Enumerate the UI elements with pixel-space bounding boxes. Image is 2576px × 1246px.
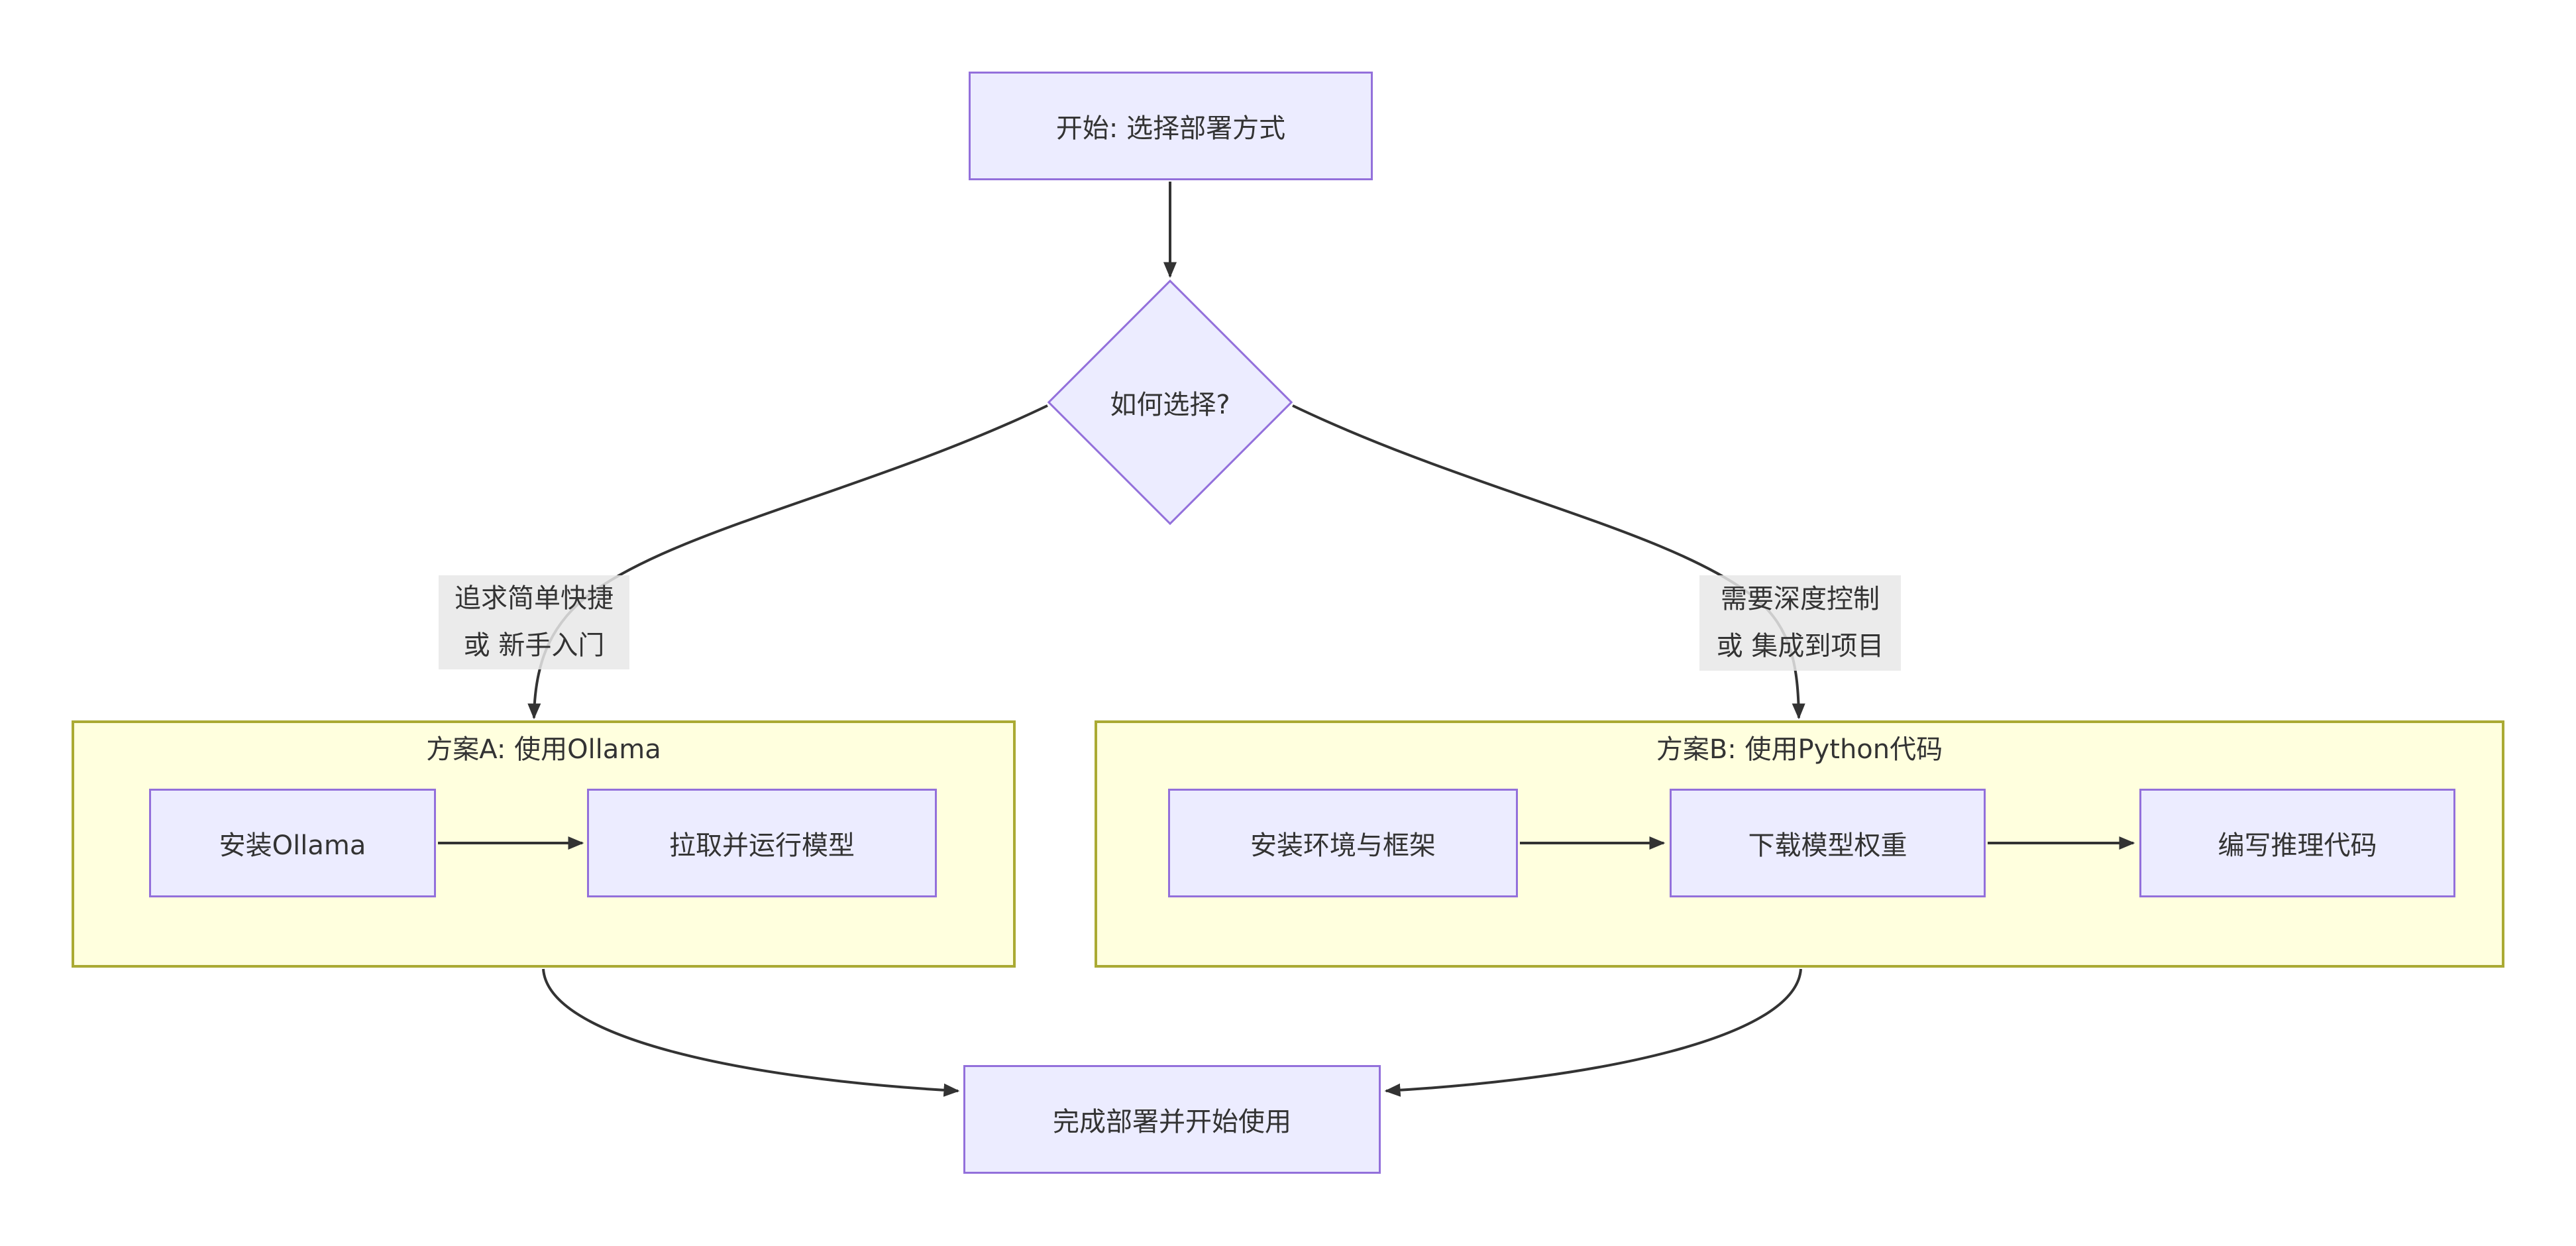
edge-label-branch-right-line2: 或 集成到项目	[1716, 631, 1884, 661]
node-install-ollama: 安装Ollama	[149, 789, 436, 897]
edge-decision-to-plan-b	[1292, 404, 1805, 720]
node-end: 完成部署并开始使用	[963, 1065, 1381, 1174]
node-start-label: 开始: 选择部署方式	[1055, 113, 1286, 144]
node-install-env-framework-label: 安装环境与框架	[1250, 830, 1436, 861]
node-download-weights-label: 下载模型权重	[1748, 830, 1907, 861]
node-start: 开始: 选择部署方式	[969, 72, 1373, 180]
node-pull-run-model: 拉取并运行模型	[587, 789, 937, 897]
node-write-inference-code-label: 编写推理代码	[2218, 830, 2377, 861]
node-install-ollama-label: 安装Ollama	[219, 830, 366, 861]
decision-label-wrap: 如何选择?	[1038, 376, 1303, 429]
edge-label-branch-right: 需要深度控制 或 集成到项目	[1699, 575, 1901, 671]
edge-decision-to-plan-a	[527, 404, 1048, 720]
edge-label-branch-left-line2: 或 新手入门	[463, 630, 605, 661]
edge-label-branch-right-line1: 需要深度控制	[1721, 584, 1880, 614]
node-pull-run-model-label: 拉取并运行模型	[669, 830, 855, 861]
edge-label-branch-left-line1: 追求简单快捷	[455, 583, 614, 614]
cluster-plan-a-title: 方案A: 使用Ollama	[426, 734, 661, 765]
node-download-weights: 下载模型权重	[1670, 789, 1986, 897]
edge-plan-a-to-end	[542, 968, 960, 1097]
edge-plan-b-to-end	[1384, 968, 1802, 1097]
node-install-env-framework: 安装环境与框架	[1168, 789, 1518, 897]
edge-label-branch-left: 追求简单快捷 或 新手入门	[439, 575, 629, 669]
decision-label: 如何选择?	[1110, 390, 1230, 420]
node-end-label: 完成部署并开始使用	[1053, 1107, 1291, 1137]
node-write-inference-code: 编写推理代码	[2139, 789, 2455, 897]
cluster-plan-b-title: 方案B: 使用Python代码	[1656, 734, 1943, 765]
